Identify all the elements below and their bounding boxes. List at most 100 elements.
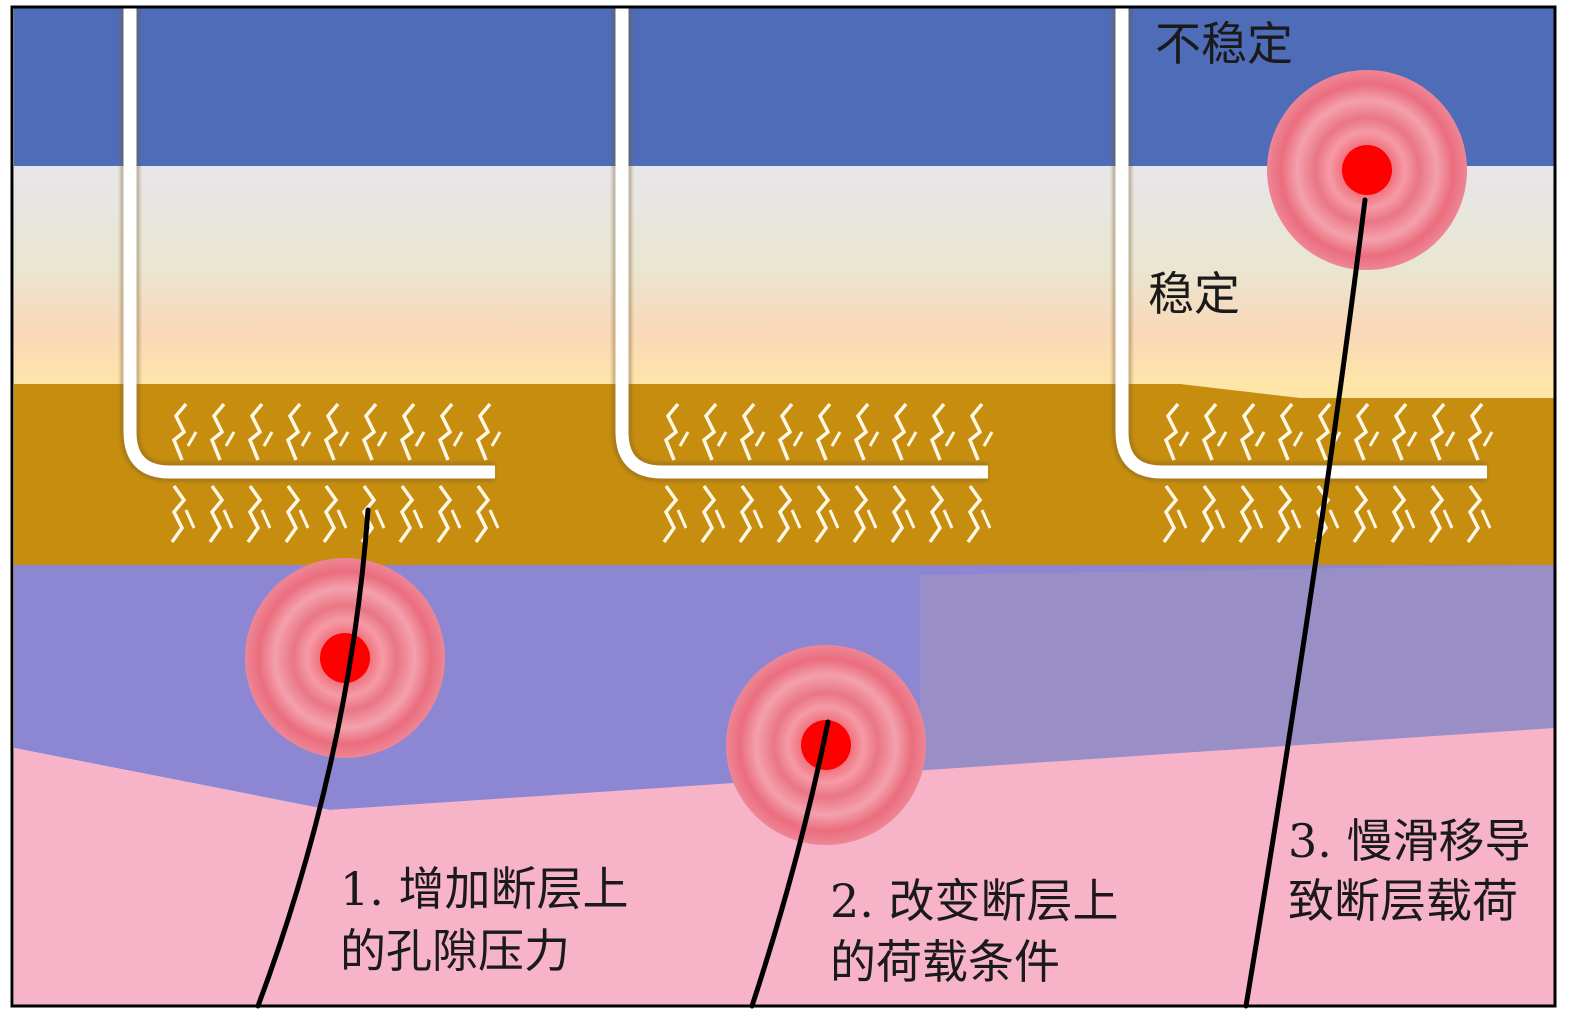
fracture-down <box>1162 484 1179 544</box>
fracture-up-branch <box>1482 431 1494 447</box>
fracture-up-branch <box>1406 431 1418 447</box>
fracture-down <box>1352 484 1369 544</box>
fracture-down-branch <box>904 509 916 529</box>
fracture-up <box>171 402 188 461</box>
fracture-up <box>475 402 492 461</box>
fracture-down-branch <box>260 509 272 529</box>
fracture-up <box>701 402 718 461</box>
fracture-up <box>929 402 946 461</box>
fracture-down-branch <box>866 509 878 529</box>
diagram-frame <box>10 5 1557 1008</box>
fault-1 <box>255 507 371 1009</box>
fracture-up-branch <box>830 431 842 447</box>
fracture-up <box>1201 402 1218 461</box>
fracture-up <box>247 402 264 461</box>
fracture-down-branch <box>298 509 310 529</box>
fracture-down-branch <box>1176 509 1188 529</box>
fracture-down <box>322 484 339 544</box>
fracture-up-branch <box>186 431 198 447</box>
fracture-down-branch <box>1328 509 1340 529</box>
fracture-down-branch <box>980 509 992 529</box>
fracture-up-branch <box>1444 431 1456 447</box>
fracture-down <box>928 484 945 544</box>
fracture-down <box>436 484 453 544</box>
fracture-up-branch <box>262 431 274 447</box>
fracture-down-branch <box>222 509 234 529</box>
fracture-down <box>208 484 225 544</box>
fracture-up <box>891 402 908 461</box>
fracture-down <box>246 484 263 544</box>
fracture-up <box>777 402 794 461</box>
earthquake-2-hypocenter <box>801 720 851 770</box>
fracture-down-branch <box>336 509 348 529</box>
faults-group <box>255 197 1368 1009</box>
mechanism-1-label-line1: 1. 增加断层上 <box>340 862 629 916</box>
fracture-up <box>399 402 416 461</box>
fracture-down <box>1200 484 1217 544</box>
fracture-down <box>1276 484 1293 544</box>
fracture-down <box>1466 484 1483 544</box>
fracture-up-branch <box>868 431 880 447</box>
fracture-up <box>1353 402 1370 461</box>
fracture-down <box>474 484 491 544</box>
fracture-up-branch <box>1216 431 1228 447</box>
fracture-up <box>323 402 340 461</box>
fracture-down <box>284 484 301 544</box>
fracture-up-branch <box>414 431 426 447</box>
fracture-up-branch <box>678 431 690 447</box>
fracture-down <box>398 484 415 544</box>
fracture-up-branch <box>338 431 350 447</box>
fracture-down <box>890 484 907 544</box>
fracture-down <box>1238 484 1255 544</box>
basement-layer <box>14 728 1554 1006</box>
fracture-up-branch <box>944 431 956 447</box>
fracture-up-branch <box>1254 431 1266 447</box>
fracture-down-branch <box>1214 509 1226 529</box>
fracture-down <box>700 484 717 544</box>
fracture-up <box>967 402 984 461</box>
fracture-down-branch <box>374 509 386 529</box>
fracture-down-branch <box>1442 509 1454 529</box>
fracture-down <box>1390 484 1407 544</box>
fracture-down <box>814 484 831 544</box>
fracture-down-branch <box>1366 509 1378 529</box>
fracture-up <box>663 402 680 461</box>
fracture-up-branch <box>1178 431 1190 447</box>
fracture-down-branch <box>752 509 764 529</box>
fracture-up-branch <box>1292 431 1304 447</box>
fracture-down-branch <box>1290 509 1302 529</box>
mechanism-3-label-line2: 致断层载荷 <box>1288 874 1518 928</box>
lower-layer-right <box>920 565 1554 780</box>
fracture-up <box>1391 402 1408 461</box>
fracture-down-branch <box>714 509 726 529</box>
fracture-down-branch <box>488 509 500 529</box>
earthquake-3-hypocenter <box>1342 145 1392 195</box>
fractures-group <box>170 402 1494 544</box>
fracture-down <box>966 484 983 544</box>
fracture-up <box>1163 402 1180 461</box>
well-1 <box>123 8 495 479</box>
stable-label: 稳定 <box>1148 267 1240 321</box>
fracture-up <box>853 402 870 461</box>
fracture-up <box>361 402 378 461</box>
fracture-up-branch <box>224 431 236 447</box>
fracture-up <box>285 402 302 461</box>
fracture-down-branch <box>450 509 462 529</box>
fracture-down-branch <box>1404 509 1416 529</box>
fault-2 <box>749 719 831 1009</box>
fracture-up <box>739 402 756 461</box>
unstable-label: 不稳定 <box>1155 17 1293 71</box>
fracture-down-branch <box>676 509 688 529</box>
fracture-up <box>1467 402 1484 461</box>
earthquake-1-hypocenter <box>320 633 370 683</box>
well-2 <box>615 8 988 479</box>
fracture-up-branch <box>452 431 464 447</box>
fracture-down-branch <box>1252 509 1264 529</box>
fault-3 <box>1243 197 1368 1009</box>
fracture-down <box>738 484 755 544</box>
fracture-down <box>662 484 679 544</box>
fracture-up-branch <box>300 431 312 447</box>
fracture-up-branch <box>1368 431 1380 447</box>
